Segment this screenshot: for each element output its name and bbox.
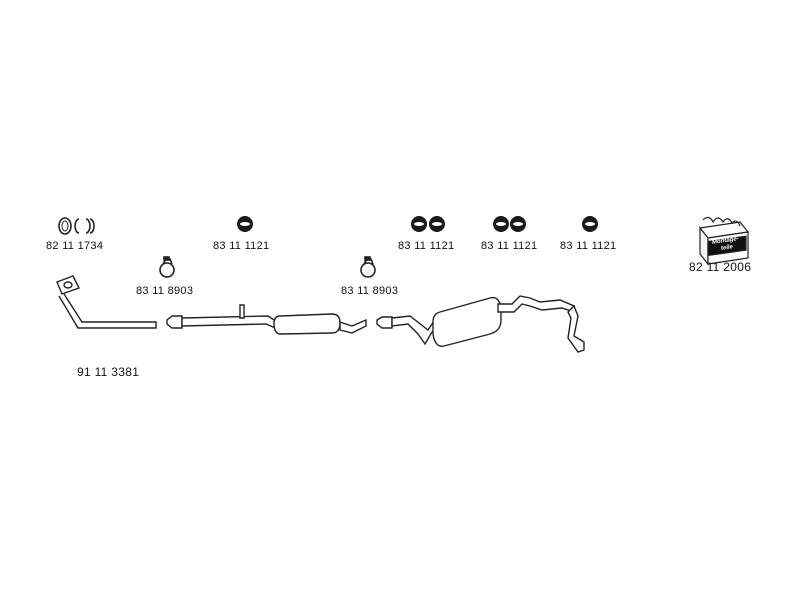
rubber-mount-label: 83 11 1121 [481, 240, 538, 252]
mounting-kit-label: 82 11 2006 [689, 260, 752, 274]
mounting-kit-box-icon [698, 216, 750, 266]
rubber-mount-icon [429, 216, 445, 232]
rubber-mount-label: 83 11 1121 [398, 240, 455, 252]
front-pipe-label: 91 11 3381 [77, 365, 140, 379]
rubber-mount-icon [237, 216, 253, 232]
rubber-mount-label: 83 11 1121 [560, 240, 617, 252]
front-pipe-part [56, 275, 157, 329]
clamp-icon [360, 256, 376, 278]
rubber-mount-label: 83 11 1121 [213, 240, 270, 252]
middle-silencer-part [166, 304, 367, 335]
clamp-label: 83 11 8903 [341, 285, 399, 297]
clamp-label: 83 11 8903 [136, 285, 194, 297]
clamp-icon [159, 256, 175, 278]
rear-silencer-part [376, 295, 585, 353]
gasket-set-label: 82 11 1734 [46, 240, 104, 252]
rubber-mount-icon [582, 216, 598, 232]
rubber-mount-icon [411, 216, 427, 232]
rubber-mount-icon [493, 216, 509, 232]
rubber-mount-icon [510, 216, 526, 232]
gasket-set-icon [58, 217, 95, 235]
